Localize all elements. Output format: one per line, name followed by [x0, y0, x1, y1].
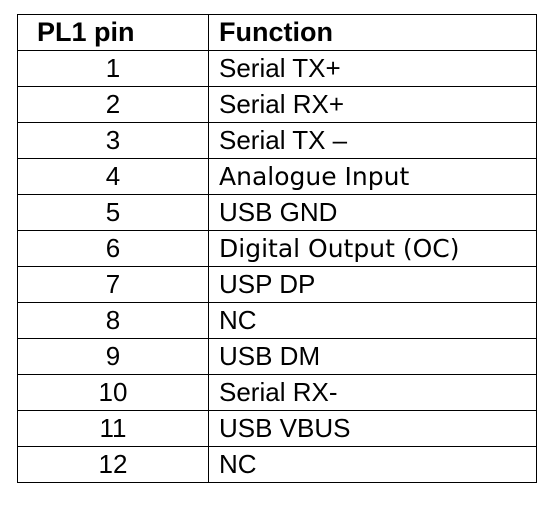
header-pin: PL1 pin [17, 14, 209, 51]
pin-number: 9 [17, 338, 209, 375]
table-row: 5 USB GND [17, 194, 537, 231]
pin-number: 11 [17, 410, 209, 447]
pin-number: 2 [17, 86, 209, 123]
pin-number: 12 [17, 446, 209, 483]
table-row: 10 Serial RX- [17, 374, 537, 411]
pin-function: USP DP [208, 266, 537, 303]
table-row: 12 NC [17, 446, 537, 483]
pin-function: USB DM [208, 338, 537, 375]
pin-number: 10 [17, 374, 209, 411]
pin-function: USB VBUS [208, 410, 537, 447]
pin-function: Serial TX – [208, 122, 537, 159]
pin-number: 8 [17, 302, 209, 339]
pin-function: Analogue Input [208, 158, 537, 195]
table-row: 8 NC [17, 302, 537, 339]
pin-function: Serial TX+ [208, 50, 537, 87]
pin-function-table: PL1 pin Function 1 Serial TX+ 2 Serial R… [17, 14, 537, 483]
header-row: PL1 pin Function [17, 14, 537, 51]
pin-function: Serial RX- [208, 374, 537, 411]
table-row: 11 USB VBUS [17, 410, 537, 447]
pin-function: Serial RX+ [208, 86, 537, 123]
pin-number: 3 [17, 122, 209, 159]
header-function: Function [208, 14, 537, 51]
table-row: 2 Serial RX+ [17, 86, 537, 123]
pin-function: USB GND [208, 194, 537, 231]
table-row: 7 USP DP [17, 266, 537, 303]
pin-number: 1 [17, 50, 209, 87]
pin-function: NC [208, 302, 537, 339]
pin-function: Digital Output (OC) [208, 230, 537, 267]
table-row: 6 Digital Output (OC) [17, 230, 537, 267]
table-row: 3 Serial TX – [17, 122, 537, 159]
pin-number: 6 [17, 230, 209, 267]
pin-number: 7 [17, 266, 209, 303]
pin-number: 4 [17, 158, 209, 195]
pin-function: NC [208, 446, 537, 483]
table-row: 4 Analogue Input [17, 158, 537, 195]
table-row: 1 Serial TX+ [17, 50, 537, 87]
pin-number: 5 [17, 194, 209, 231]
table-row: 9 USB DM [17, 338, 537, 375]
